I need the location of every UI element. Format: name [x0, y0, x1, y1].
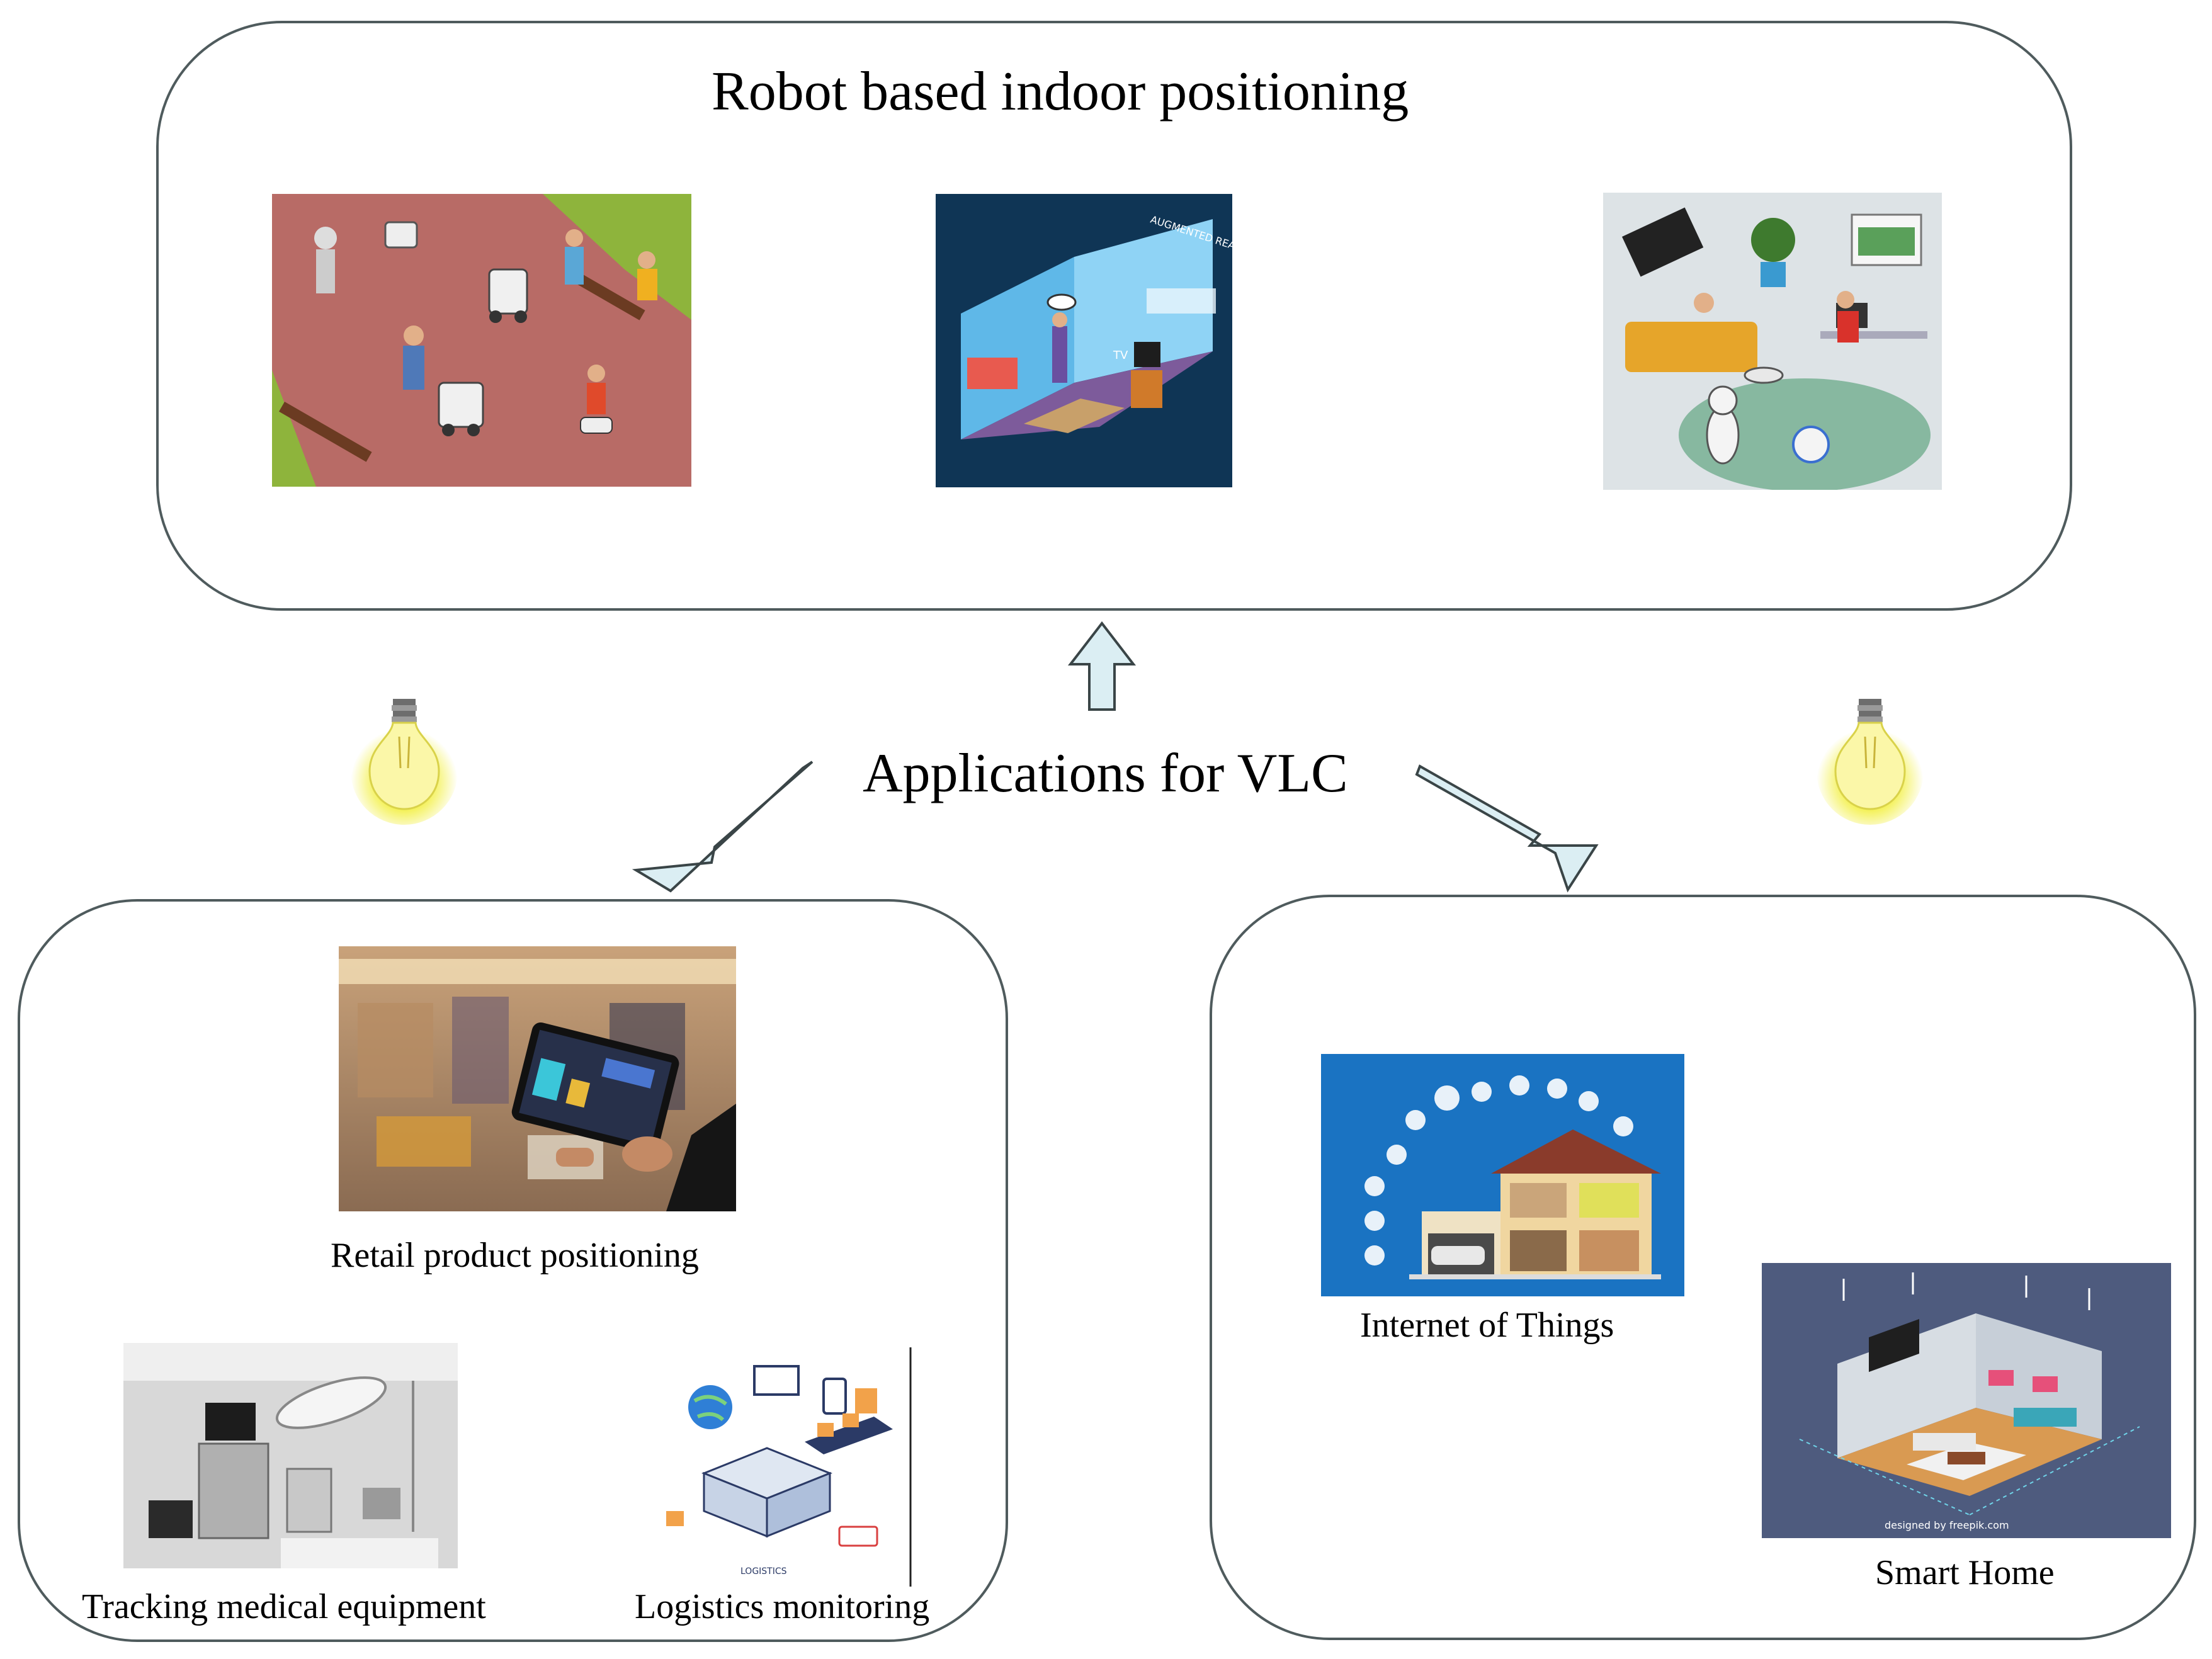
isometric-room-image: designed by freepik.com [1762, 1263, 2171, 1538]
medical-equipment-image [123, 1343, 458, 1568]
light-bulb-icon [1817, 699, 1924, 825]
medical-label: Tracking medical equipment [82, 1587, 486, 1626]
arrow-down-left-icon [632, 761, 814, 893]
arrow-down-right-icon [1415, 764, 1599, 893]
smart-home-robots-image [1603, 193, 1942, 490]
smart-home-label: Smart Home [1875, 1553, 2055, 1592]
iot-label: Internet of Things [1360, 1306, 1614, 1345]
arrow-up-icon [1067, 621, 1137, 711]
freepik-credit: designed by freepik.com [1885, 1519, 2009, 1531]
top-panel-title: Robot based indoor positioning [712, 61, 1409, 122]
iot-house-image [1321, 1054, 1684, 1296]
logistics-caption: LOGISTICS [740, 1566, 787, 1577]
logistics-image: LOGISTICS [660, 1347, 912, 1587]
robots-in-park-image [272, 194, 691, 487]
ar-tv-label: TV [1113, 349, 1128, 362]
augmented-reality-room-image: AUGMENTED REALITY GLASSES TV [936, 194, 1232, 487]
light-bulb-icon [351, 699, 458, 825]
logistics-label: Logistics monitoring [635, 1587, 930, 1626]
retail-label: Retail product positioning [331, 1236, 699, 1275]
center-title: Applications for VLC [863, 743, 1348, 804]
tablet-in-store-image [339, 946, 736, 1211]
